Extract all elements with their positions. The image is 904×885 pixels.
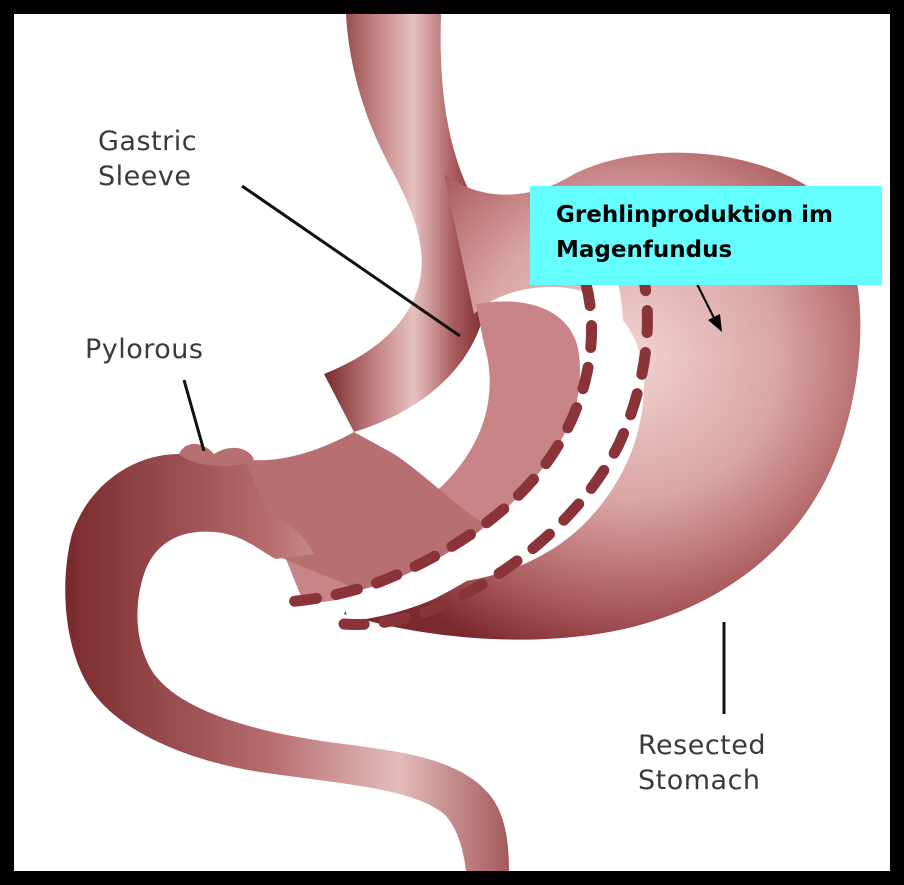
resected-stomach-label: Resected Stomach [638, 728, 766, 798]
gastric-sleeve-label-line1: Gastric [98, 124, 197, 159]
callout-line1: Grehlinproduktion im [556, 198, 882, 233]
ghrelin-callout-box: Grehlinproduktion im Magenfundus [530, 186, 882, 285]
callout-line2: Magenfundus [556, 233, 882, 268]
resected-stomach-label-line1: Resected [638, 728, 766, 763]
gastric-sleeve-label: Gastric Sleeve [98, 124, 197, 194]
gastric-sleeve-label-line2: Sleeve [98, 159, 197, 194]
pylorous-leader-line [184, 380, 204, 451]
resected-stomach-label-line2: Stomach [638, 763, 766, 798]
diagram-frame: Gastric Sleeve Pylorous Resected Stomach… [14, 14, 890, 871]
pylorous-label: Pylorous [85, 332, 204, 367]
